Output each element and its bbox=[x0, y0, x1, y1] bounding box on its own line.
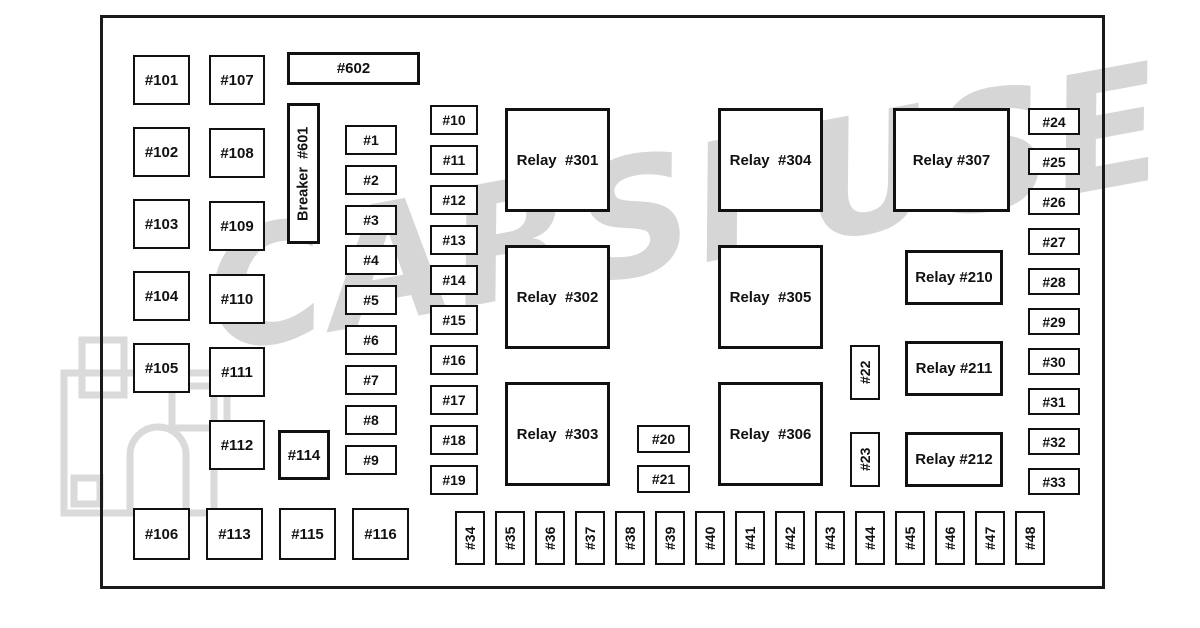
relay-307: Relay #307 bbox=[893, 108, 1010, 212]
fuse-column-107-112: #107 #108 #109 #110 #111 #112 bbox=[209, 55, 265, 470]
relay: Relay #210 bbox=[905, 250, 1003, 305]
fuse: #28 bbox=[1028, 268, 1080, 295]
fuse: #27 bbox=[1028, 228, 1080, 255]
fuse: #10 bbox=[430, 105, 478, 135]
fuse: #20 bbox=[637, 425, 690, 453]
fuse: #105 bbox=[133, 343, 190, 393]
fuse-group-20-21: #20#21 bbox=[637, 425, 690, 493]
fuse: #30 bbox=[1028, 348, 1080, 375]
fuse: #7 bbox=[345, 365, 397, 395]
fuse: #29 bbox=[1028, 308, 1080, 335]
fuse: #26 bbox=[1028, 188, 1080, 215]
fuse: #39 bbox=[655, 511, 685, 565]
fuse: #113 bbox=[206, 508, 263, 560]
fuse-114: #114 bbox=[278, 430, 330, 480]
fuse: #23 bbox=[850, 432, 880, 487]
fuse: #112 bbox=[209, 420, 265, 470]
fuse: #46 bbox=[935, 511, 965, 565]
fuse-column-10-19: #10 #11 #12 #13 #14 #15 #16 #17 #18 #19 bbox=[430, 105, 478, 495]
fuse: #4 bbox=[345, 245, 397, 275]
fuse: #34 bbox=[455, 511, 485, 565]
fuse: #106 bbox=[133, 508, 190, 560]
fuse: #16 bbox=[430, 345, 478, 375]
fuse-column-101-105: #101 #102 #103 #104 #105 bbox=[133, 55, 190, 393]
fuse: #111 bbox=[209, 347, 265, 397]
fuse: #22 bbox=[850, 345, 880, 400]
fuse: #18 bbox=[430, 425, 478, 455]
fuse: #2 bbox=[345, 165, 397, 195]
fuse: #6 bbox=[345, 325, 397, 355]
fuse: #21 bbox=[637, 465, 690, 493]
fuse: #108 bbox=[209, 128, 265, 178]
relay: Relay #303 bbox=[505, 382, 610, 486]
fuse: #45 bbox=[895, 511, 925, 565]
fuse: #43 bbox=[815, 511, 845, 565]
fuse: #11 bbox=[430, 145, 478, 175]
fuse-602: #602 bbox=[287, 52, 420, 85]
fuse: #42 bbox=[775, 511, 805, 565]
fuse: #35 bbox=[495, 511, 525, 565]
relay: Relay #304 bbox=[718, 108, 823, 212]
fuse: #104 bbox=[133, 271, 190, 321]
fuse-column-24-33: #24 #25 #26 #27 #28 #29 #30 #31 #32 #33 bbox=[1028, 108, 1080, 495]
fuse-column-1-9: #1 #2 #3 #4 #5 #6 #7 #8 #9 bbox=[345, 125, 397, 475]
fuse: #33 bbox=[1028, 468, 1080, 495]
fuse: #101 bbox=[133, 55, 190, 105]
fuse: #44 bbox=[855, 511, 885, 565]
fuse: #5 bbox=[345, 285, 397, 315]
fuse: #8 bbox=[345, 405, 397, 435]
fuse: #17 bbox=[430, 385, 478, 415]
fuse: #116 bbox=[352, 508, 409, 560]
fuse: #32 bbox=[1028, 428, 1080, 455]
fuse: #47 bbox=[975, 511, 1005, 565]
fuse: #14 bbox=[430, 265, 478, 295]
fuse: #3 bbox=[345, 205, 397, 235]
relay: Relay #301 bbox=[505, 108, 610, 212]
relay: Relay #302 bbox=[505, 245, 610, 349]
fuse: #41 bbox=[735, 511, 765, 565]
fuse-row-34-48: #34 #35 #36 #37 #38 #39 #40 #41 #42 #43 #44 #45 #46 #… bbox=[455, 511, 1045, 565]
fuse: #36 bbox=[535, 511, 565, 565]
fuse: #109 bbox=[209, 201, 265, 251]
fuse: #31 bbox=[1028, 388, 1080, 415]
fuse: #115 bbox=[279, 508, 336, 560]
relay: Relay #211 bbox=[905, 341, 1003, 396]
fuse-box-outline bbox=[100, 15, 1105, 589]
fuse: #13 bbox=[430, 225, 478, 255]
breaker-601: Breaker #601 bbox=[287, 103, 320, 244]
fuse: #40 bbox=[695, 511, 725, 565]
fuse-group-22-23: #22 #23 bbox=[850, 345, 880, 487]
fuse: #12 bbox=[430, 185, 478, 215]
fuse: #15 bbox=[430, 305, 478, 335]
fuse: #1 bbox=[345, 125, 397, 155]
relay: Relay #306 bbox=[718, 382, 823, 486]
fuse: #38 bbox=[615, 511, 645, 565]
fuse: #9 bbox=[345, 445, 397, 475]
fuse: #25 bbox=[1028, 148, 1080, 175]
relay: Relay #212 bbox=[905, 432, 1003, 487]
fuse: #107 bbox=[209, 55, 265, 105]
relay: Relay #305 bbox=[718, 245, 823, 349]
fuse: #37 bbox=[575, 511, 605, 565]
fuse: #110 bbox=[209, 274, 265, 324]
fuse: #24 bbox=[1028, 108, 1080, 135]
fuse: #19 bbox=[430, 465, 478, 495]
fuse-row-106-116: #106 #113 #115 #116 bbox=[133, 508, 409, 560]
fuse: #48 bbox=[1015, 511, 1045, 565]
fuse: #102 bbox=[133, 127, 190, 177]
fuse: #103 bbox=[133, 199, 190, 249]
